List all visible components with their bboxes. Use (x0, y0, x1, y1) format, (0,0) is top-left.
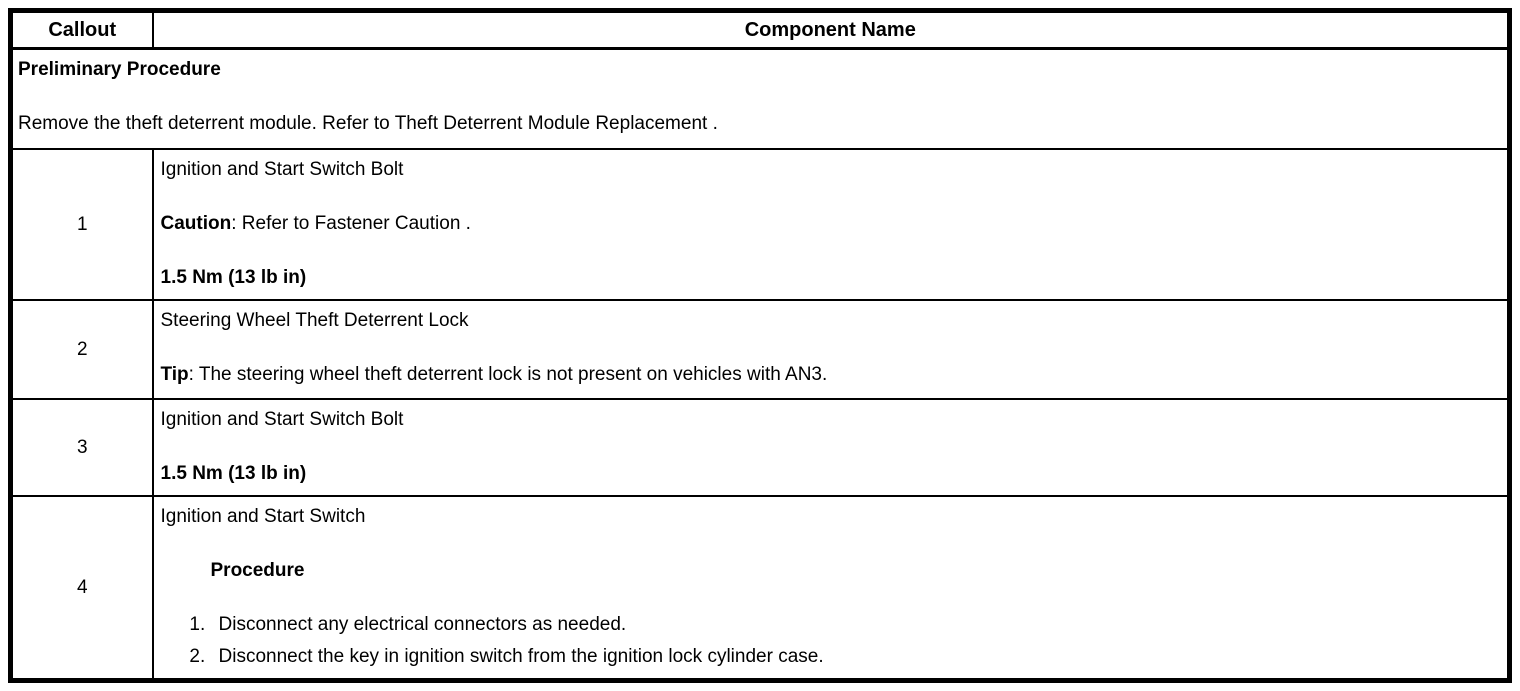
procedure-step: Disconnect any electrical connectors as … (211, 611, 1498, 638)
callout-number: 2 (9, 298, 154, 400)
tip-note: Tip: The steering wheel theft deterrent … (161, 361, 1498, 388)
table-row: 1 Ignition and Start Switch Bolt Caution… (9, 147, 1511, 301)
component-column-header: Component Name (151, 9, 1511, 50)
component-cell: Ignition and Start Switch Bolt Caution: … (151, 147, 1511, 301)
tip-text: : The steering wheel theft deterrent loc… (188, 363, 828, 385)
component-name: Ignition and Start Switch Bolt (160, 158, 404, 180)
procedure-title: Procedure (210, 559, 305, 581)
table-row: 4 Ignition and Start Switch Procedure Di… (9, 494, 1511, 682)
torque-spec: 1.5 Nm (13 lb in) (160, 266, 307, 288)
component-name: Steering Wheel Theft Deterrent Lock (160, 309, 469, 331)
preliminary-procedure-cell: Preliminary Procedure Remove the theft d… (9, 47, 1511, 150)
component-cell: Ignition and Start Switch Procedure Disc… (151, 494, 1511, 682)
torque-spec: 1.5 Nm (13 lb in) (160, 462, 307, 484)
table-row: 2 Steering Wheel Theft Deterrent Lock Ti… (9, 298, 1511, 400)
table-row: 3 Ignition and Start Switch Bolt 1.5 Nm … (9, 397, 1511, 497)
tip-label: Tip (160, 363, 189, 385)
component-cell: Ignition and Start Switch Bolt 1.5 Nm (1… (151, 397, 1511, 497)
procedure-step: Disconnect the key in ignition switch fr… (211, 643, 1498, 670)
table-header-row: Callout Component Name (9, 9, 1511, 50)
preliminary-procedure-text: Remove the theft deterrent module. Refer… (18, 113, 718, 134)
preliminary-procedure-row: Preliminary Procedure Remove the theft d… (9, 47, 1511, 150)
callout-column-header: Callout (9, 9, 154, 50)
component-cell: Steering Wheel Theft Deterrent Lock Tip:… (151, 298, 1511, 400)
callout-number: 4 (9, 494, 154, 682)
caution-note: Caution: Refer to Fastener Caution . (161, 210, 1498, 237)
callout-number: 1 (9, 147, 154, 301)
callout-number: 3 (9, 397, 154, 497)
callout-component-table: Callout Component Name Preliminary Proce… (8, 8, 1512, 683)
caution-text: : Refer to Fastener Caution . (231, 212, 471, 234)
procedure-steps-list: Disconnect any electrical connectors as … (161, 611, 1498, 670)
caution-label: Caution (160, 212, 232, 234)
component-name: Ignition and Start Switch Bolt (160, 408, 404, 430)
component-name: Ignition and Start Switch (160, 505, 366, 527)
preliminary-procedure-title: Preliminary Procedure (18, 59, 221, 80)
